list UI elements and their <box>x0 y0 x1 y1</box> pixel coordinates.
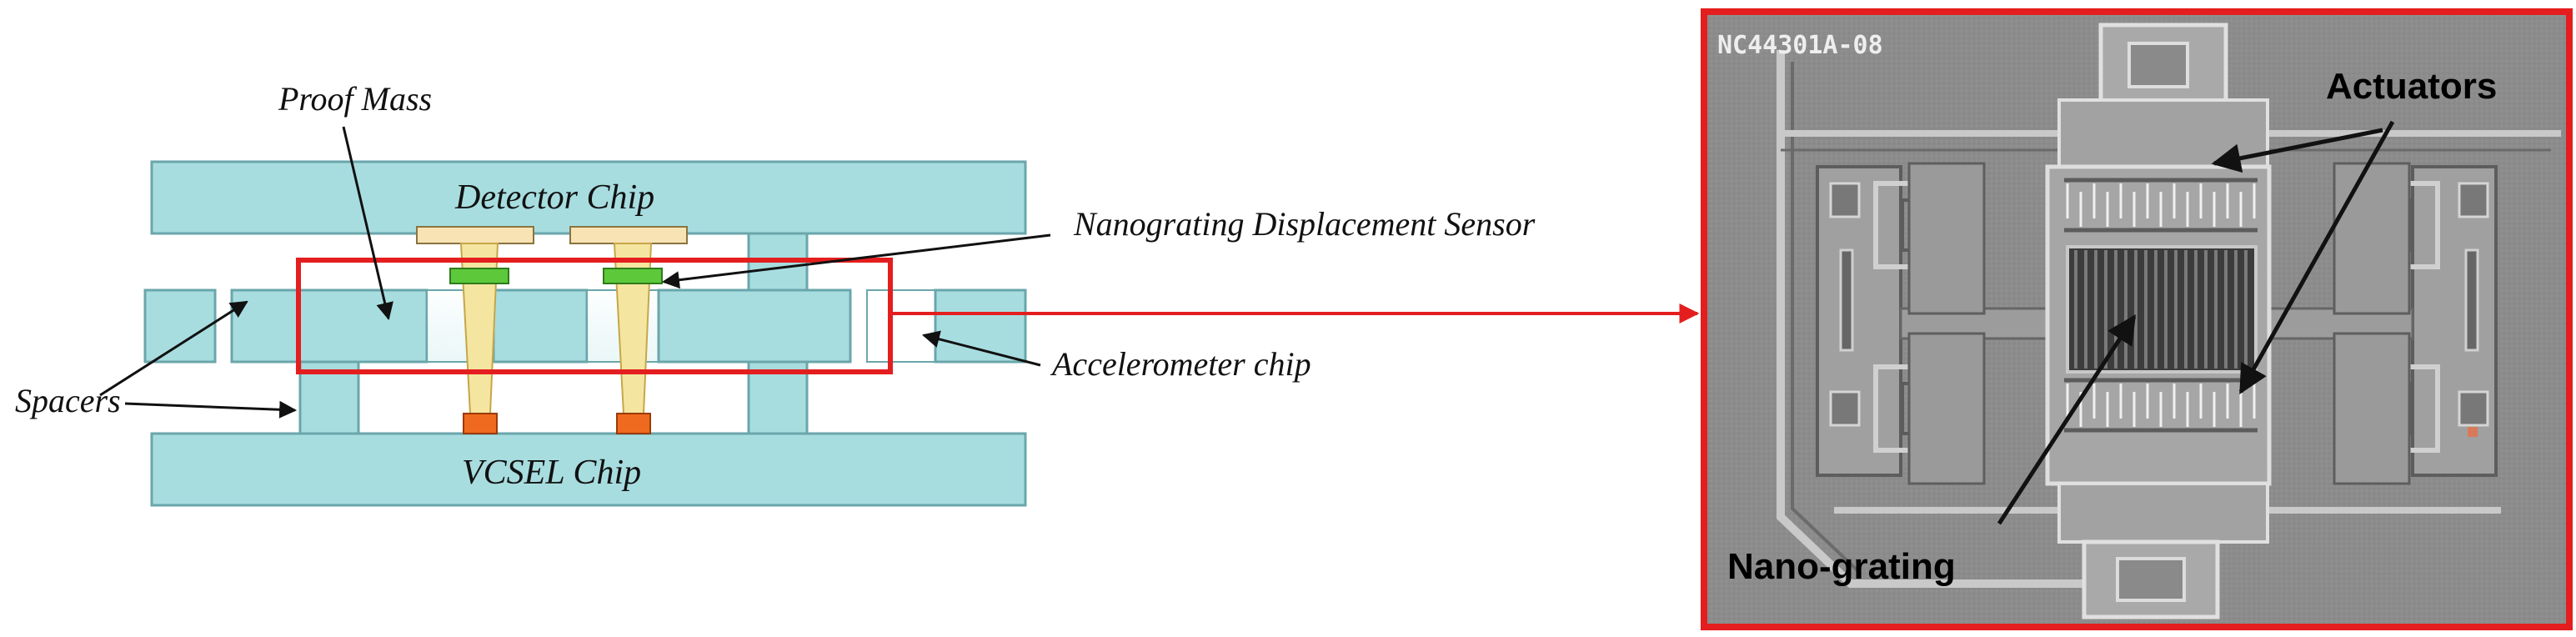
sem-frame <box>1701 8 2573 630</box>
spacers-label: Spacers <box>15 382 121 419</box>
spacers-pointer-2 <box>124 400 298 419</box>
vcsel-emitter-1 <box>463 413 498 434</box>
proof-mass-label: Proof Mass <box>278 80 432 118</box>
detector-pad-1 <box>416 226 534 244</box>
grating-pad-1 <box>449 268 509 284</box>
nanograting-pointer <box>661 233 1051 289</box>
accelerometer-chip-label: Accelerometer chip <box>1050 345 1311 383</box>
bottom-actuator-comb <box>2064 378 2258 433</box>
cross-section-diagram: Proof Mass Detector Chip Nanograting Dis… <box>15 80 1700 507</box>
detector-chip-label: Detector Chip <box>454 178 654 217</box>
detector-pad-2 <box>569 226 688 244</box>
detector-chip <box>150 160 1027 235</box>
sem-image-id: NC44301A-08 <box>1717 31 1883 60</box>
actuators-label: Actuators <box>2326 66 2497 107</box>
highlight-box <box>296 258 893 374</box>
proof-mass-pointer <box>342 126 393 321</box>
right-suspension <box>2371 165 2498 477</box>
actuators-pointer-top <box>2211 128 2383 173</box>
accelerometer-chip-layer <box>143 288 1027 364</box>
actuators-pointer-bottom <box>2238 120 2395 395</box>
vcsel-chip-label: VCSEL Chip <box>462 454 641 492</box>
grating-pad-2 <box>603 268 663 284</box>
vcsel-emitter-2 <box>616 413 651 434</box>
top-actuator-comb <box>2064 178 2258 233</box>
accelerometer-pointer <box>921 330 1041 367</box>
spacers-pointer-1 <box>99 300 248 397</box>
sem-image-panel: NC44301A-08 Actuators Nano-grating <box>1701 8 2573 630</box>
nano-grating-pointer <box>1997 314 2137 525</box>
nano-grating-block <box>2066 245 2258 374</box>
nanograting-sensor-label: Nanograting Displacement Sensor <box>1073 205 1536 243</box>
left-suspension <box>1816 165 1942 477</box>
nano-grating-label: Nano-grating <box>1727 546 1956 587</box>
vcsel-chip <box>150 432 1027 507</box>
